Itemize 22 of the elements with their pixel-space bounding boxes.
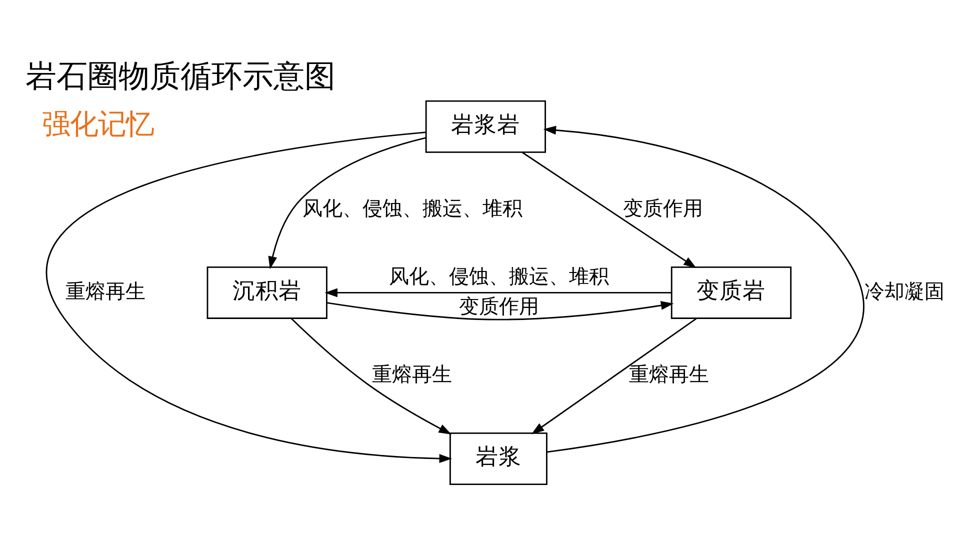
arrow bbox=[268, 137, 426, 270]
arrow bbox=[522, 152, 696, 268]
node-box: 岩浆 bbox=[449, 432, 548, 486]
arrow bbox=[290, 318, 452, 434]
node-box: 变质岩 bbox=[670, 266, 792, 319]
diagram-title: 岩石圈物质循环示意图 bbox=[26, 58, 336, 94]
arrow bbox=[531, 318, 697, 434]
node-box: 沉积岩 bbox=[206, 266, 328, 319]
arrow bbox=[326, 301, 674, 320]
arrow bbox=[543, 126, 864, 453]
arrow bbox=[324, 288, 672, 298]
edge-label: 重熔再生 bbox=[628, 362, 709, 386]
label: 强化记忆 bbox=[42, 108, 154, 141]
edge-label: 风化、侵蚀、搬运、堆积 bbox=[389, 265, 610, 288]
edge-label: 冷却凝固 bbox=[864, 280, 944, 303]
edge-label: 变质作用 bbox=[623, 196, 704, 220]
edge-label: 风化、侵蚀、搬运、堆积 bbox=[302, 196, 523, 220]
arrow bbox=[47, 132, 452, 464]
edge-label: 变质作用 bbox=[459, 294, 540, 318]
node-box: 岩浆岩 bbox=[425, 100, 546, 153]
edge-label: 重熔再生 bbox=[372, 362, 452, 386]
edge-label: 重熔再生 bbox=[65, 280, 146, 303]
